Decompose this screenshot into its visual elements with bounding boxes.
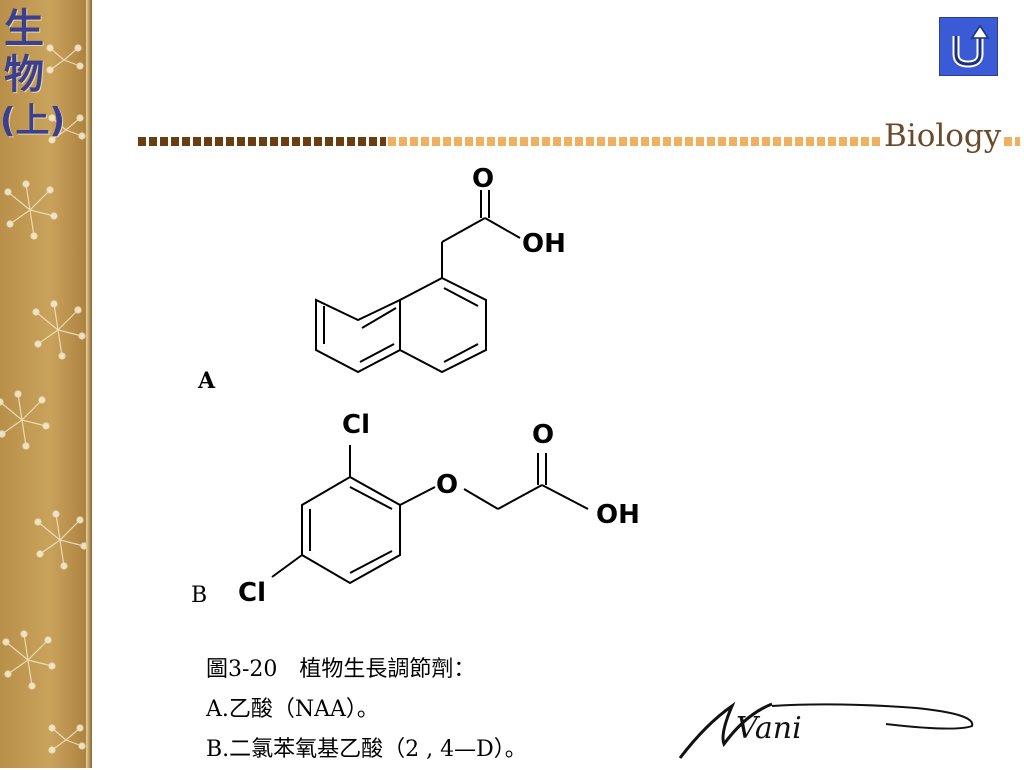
atom-hydroxyl: OH xyxy=(522,229,566,259)
brand-title: Biology xyxy=(884,118,1002,154)
atom-chlorine: Cl xyxy=(238,578,266,608)
sidebar-edge xyxy=(86,0,92,768)
caption-item-b: B.二氯苯氧基乙酸（2 , 4—D）。 xyxy=(206,737,527,762)
signature-text: Vani xyxy=(736,711,802,746)
header-divider-tail xyxy=(1004,137,1020,146)
figure-label-b: B xyxy=(191,583,208,608)
atom-chlorine: Cl xyxy=(342,410,370,440)
return-button[interactable] xyxy=(939,17,998,76)
atom-oxygen: O xyxy=(532,420,554,450)
dandelion-pattern-icon xyxy=(0,44,88,754)
course-title-line: (上) xyxy=(0,101,66,141)
atom-hydroxyl: OH xyxy=(596,500,640,530)
caption-title: 圖3-20 植物生長調節劑： xyxy=(206,657,476,682)
figure-caption: 圖3-20 植物生長調節劑： A.乙酸（NAA）。 B.二氯苯氧基乙酸（2 , … xyxy=(206,650,676,770)
structure-b: Cl O O OH Cl xyxy=(238,410,640,608)
structure-a: O OH xyxy=(315,164,566,374)
caption-item-a: A.乙酸（NAA）。 xyxy=(206,697,379,722)
course-title: 生 物 (上) xyxy=(0,6,66,144)
course-title-line: 生 xyxy=(4,6,44,52)
atom-oxygen: O xyxy=(472,164,494,194)
figure-label-a: A xyxy=(198,368,216,394)
course-title-line: 物 xyxy=(4,52,44,98)
header-divider xyxy=(138,137,883,146)
atom-ether-oxygen: O xyxy=(436,470,458,500)
sidebar: 生 物 (上) xyxy=(0,0,92,768)
signature-logo: Vani xyxy=(678,701,974,759)
u-turn-arrow-icon xyxy=(952,24,990,68)
